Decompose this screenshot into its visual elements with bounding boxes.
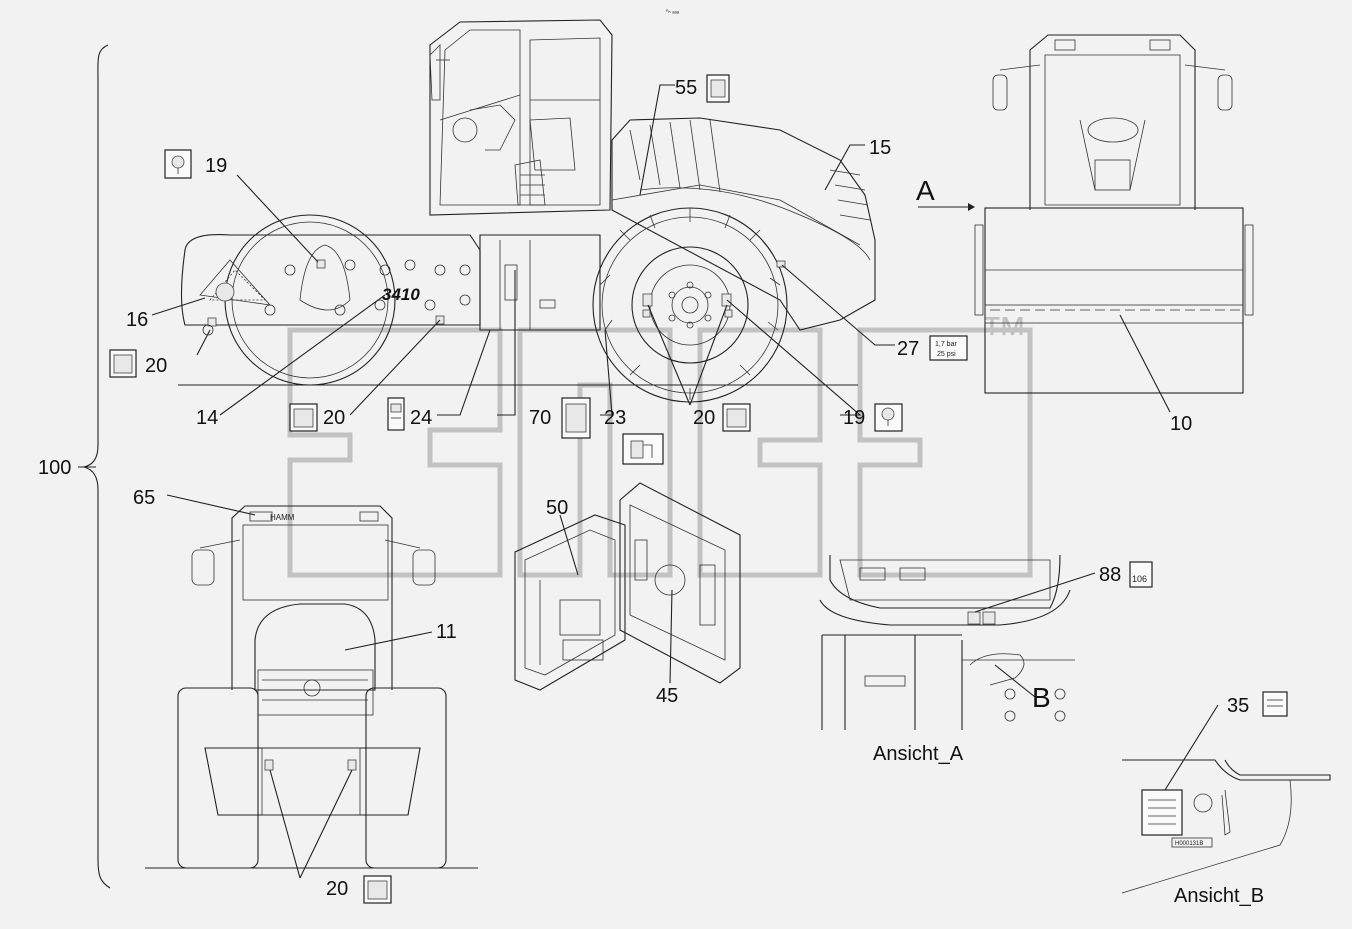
callout-16: 16 <box>126 309 148 331</box>
callout-19-wheel: 19 <box>843 407 865 429</box>
roller-side-view: 3410 <box>178 19 876 403</box>
callout-100: 100 <box>38 457 71 479</box>
trademark-symbol: ™ <box>980 308 1028 361</box>
callout-10: 10 <box>1170 413 1192 435</box>
arrow-label-b: B <box>1032 682 1051 713</box>
callout-27: 27 <box>897 338 919 360</box>
decal-55-icon <box>706 74 730 103</box>
callout-20-frame: 20 <box>323 407 345 429</box>
decal-19-top-icon <box>164 149 192 179</box>
detail-view-b: H000131B <box>1121 704 1331 894</box>
plate-code: H000131B <box>1175 841 1203 847</box>
tire-pressure-bar: 1,7 bar <box>935 341 957 348</box>
callout-24: 24 <box>410 407 432 429</box>
decal-70-icon <box>561 397 591 439</box>
assembly-brace <box>78 44 111 889</box>
decal-icons-side: 1,7 bar 25 psi <box>109 74 968 465</box>
callout-19-top: 19 <box>205 155 227 177</box>
decal-19-wheel-icon <box>874 403 903 432</box>
header-code: ⁿₕ ₐₐₐ <box>666 8 680 15</box>
model-number: 3410 <box>382 285 420 304</box>
detail-view-a <box>819 554 1096 730</box>
decal-20-rear-icon <box>363 875 392 904</box>
callout-20-wheel: 20 <box>693 407 715 429</box>
electrical-box <box>514 482 741 691</box>
callout-55: 55 <box>675 77 697 99</box>
callout-70: 70 <box>529 407 551 429</box>
callout-20-rear: 20 <box>326 878 348 900</box>
decal-24-icon <box>387 397 405 431</box>
view-a-caption: Ansicht_A <box>873 743 964 765</box>
fuel-pump-icon <box>622 433 664 465</box>
decal-88-icon: 106 <box>1129 561 1153 588</box>
decal-88-value: 106 <box>1132 574 1147 584</box>
callout-35: 35 <box>1227 695 1249 717</box>
callout-15: 15 <box>869 137 891 159</box>
decal-20-left-icon <box>109 349 137 378</box>
decal-35-icon <box>1262 691 1288 717</box>
tire-pressure-psi: 25 psi <box>937 351 956 358</box>
callout-11: 11 <box>436 621 457 643</box>
callout-20-left: 20 <box>145 355 167 377</box>
tire-pressure-decal: 1,7 bar 25 psi <box>929 335 968 361</box>
leaders-side <box>151 84 895 416</box>
roller-rear-view: HAMM <box>145 494 478 879</box>
arrow-label-a: A <box>916 175 935 206</box>
watermark: ™ <box>287 308 1033 578</box>
decal-20-frame-icon <box>289 403 318 432</box>
callout-14: 14 <box>196 407 218 429</box>
callout-23: 23 <box>604 407 626 429</box>
decal-20-wheel-icon <box>722 403 751 432</box>
callout-65: 65 <box>133 487 155 509</box>
callout-45: 45 <box>656 685 678 707</box>
cab-brand-text: HAMM <box>270 513 295 522</box>
view-a-arrow <box>918 203 975 211</box>
roller-front-view-top <box>974 34 1254 413</box>
callout-88: 88 <box>1099 564 1121 586</box>
callout-50: 50 <box>546 497 568 519</box>
view-b-caption: Ansicht_B <box>1174 885 1264 907</box>
